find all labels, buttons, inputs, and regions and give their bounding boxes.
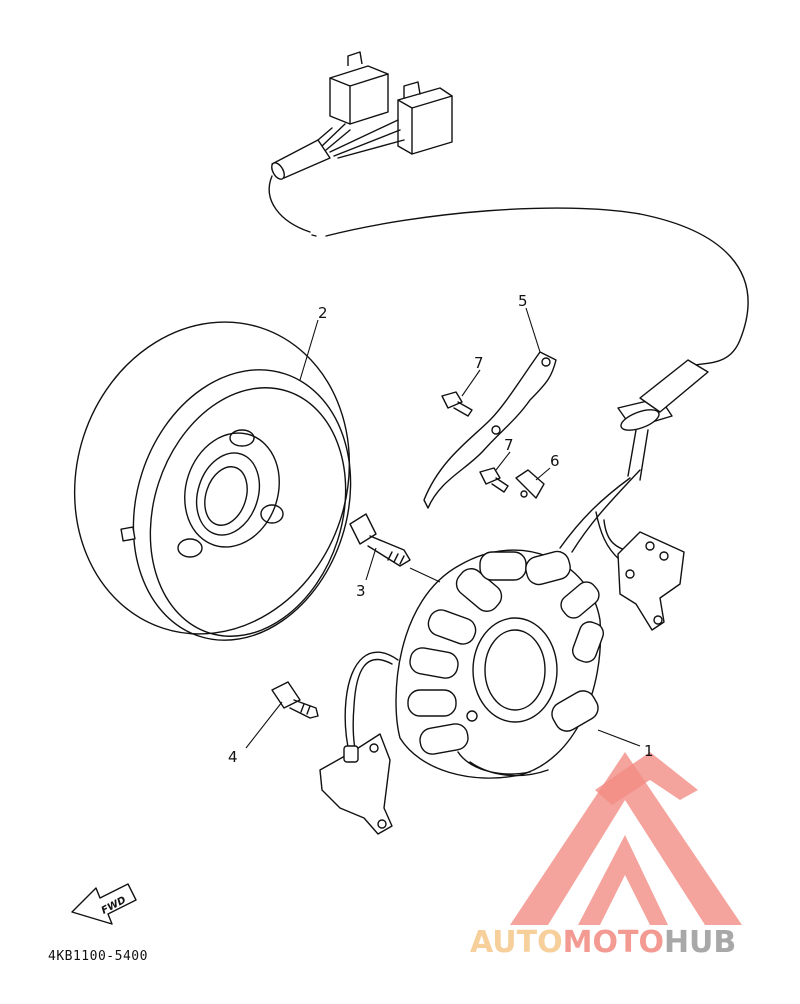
callout-1: 1	[644, 742, 654, 760]
callout-2: 2	[318, 304, 328, 322]
watermark-auto: AUTO	[470, 925, 563, 960]
callout-3: 3	[356, 582, 366, 600]
rotor-bolt	[349, 513, 411, 567]
fwd-arrow-icon: FWD	[71, 883, 137, 925]
watermark-text: AUTOMOTOHUB	[470, 925, 736, 960]
callout-6: 6	[550, 452, 560, 470]
leader-lines	[245, 307, 641, 749]
lead-holder-clamp	[423, 351, 557, 509]
callout-5: 5	[518, 292, 528, 310]
callout-7-lower: 7	[504, 436, 514, 454]
pickup-coil-left	[319, 651, 399, 835]
diagram-code: 4KB1100-5400	[48, 949, 148, 964]
watermark-moto: MOTO	[563, 925, 664, 960]
screw-upper	[441, 391, 473, 417]
rotor-assembly	[73, 321, 352, 641]
watermark-logo-icon	[510, 752, 742, 925]
pickup-coil-right	[617, 531, 685, 631]
stator-coil	[395, 469, 641, 779]
screw-lower	[479, 467, 509, 493]
callout-7-upper: 7	[474, 354, 484, 372]
connector-harness	[268, 51, 749, 369]
wire-grommet	[617, 359, 709, 481]
lead-holder-plate	[515, 469, 545, 499]
callout-4: 4	[228, 748, 238, 766]
watermark-hub: HUB	[664, 925, 736, 960]
pickup-bolt	[271, 681, 319, 719]
